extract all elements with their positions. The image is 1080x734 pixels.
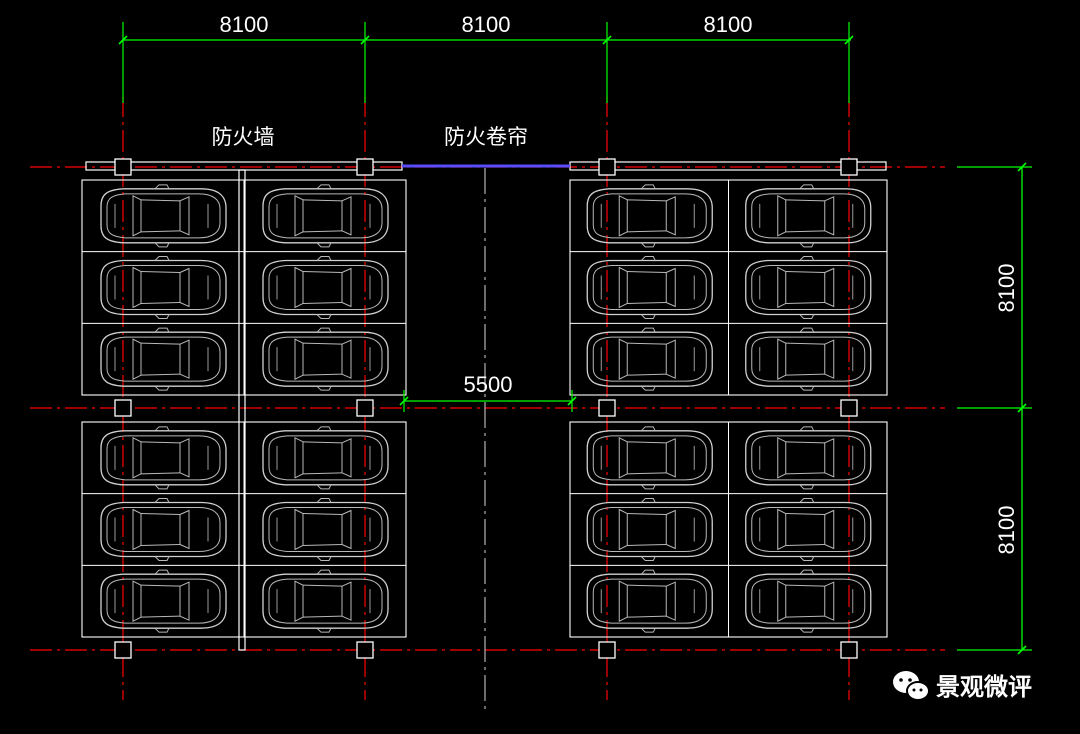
car-icon [745,327,872,391]
car-icon [100,255,227,320]
car-icon [262,426,389,490]
column [598,158,616,176]
dimension-tick [1017,162,1027,172]
column [356,399,374,417]
car-icon [100,497,227,562]
car-icon [745,497,872,562]
car-icon [745,255,872,320]
dimension-tick [360,35,370,45]
top-dimension-3: 8100 [704,12,753,37]
parking-outlines [81,161,888,651]
right-dimension-1: 8100 [994,264,1019,313]
column [356,158,374,176]
fire-wall-divider [238,169,246,651]
right-dimension-2: 8100 [994,506,1019,555]
car-icon [100,327,227,391]
car-icon [586,426,713,490]
car-icon [262,255,389,320]
dimension-tick [1017,645,1027,655]
car-icon [745,426,872,490]
car-icon [100,184,227,248]
car-icon [586,569,713,633]
car-icon [586,497,713,562]
car-icon [262,327,389,391]
car-icon [100,569,227,633]
column [356,641,374,659]
column [840,158,858,176]
fire-wall-strip [85,161,403,171]
car-icon [262,184,389,248]
aisle-dimension: 5500 [464,372,513,397]
car-icon [586,255,713,320]
dimension-lines [118,22,1032,655]
car-icon [262,569,389,633]
car-icon [586,184,713,248]
top-dimension-1: 8100 [220,12,269,37]
axis-grid [30,95,945,712]
column [114,641,132,659]
column [598,399,616,417]
car-icon [745,569,872,633]
dimension-tick [844,35,854,45]
car-icon [745,184,872,248]
fire-wall-label: 防火墙 [212,125,275,149]
dimension-tick [118,35,128,45]
watermark: 景观微评 [893,671,1032,701]
top-dimension-2: 8100 [462,12,511,37]
column [114,158,132,176]
watermark-text: 景观微评 [936,673,1032,701]
car-icon [586,327,713,391]
car-icon [262,497,389,562]
dimension-tick [399,396,409,406]
column [840,399,858,417]
column [598,641,616,659]
car-icon [100,426,227,490]
dimension-tick [602,35,612,45]
wechat-icon [893,671,930,701]
dimension-tick [567,396,577,406]
wall-strip-right [569,161,887,171]
dimension-tick [1017,403,1027,413]
structural-columns [114,158,858,659]
fire-shutter-label: 防火卷帘 [444,125,528,149]
column [114,399,132,417]
column [840,641,858,659]
